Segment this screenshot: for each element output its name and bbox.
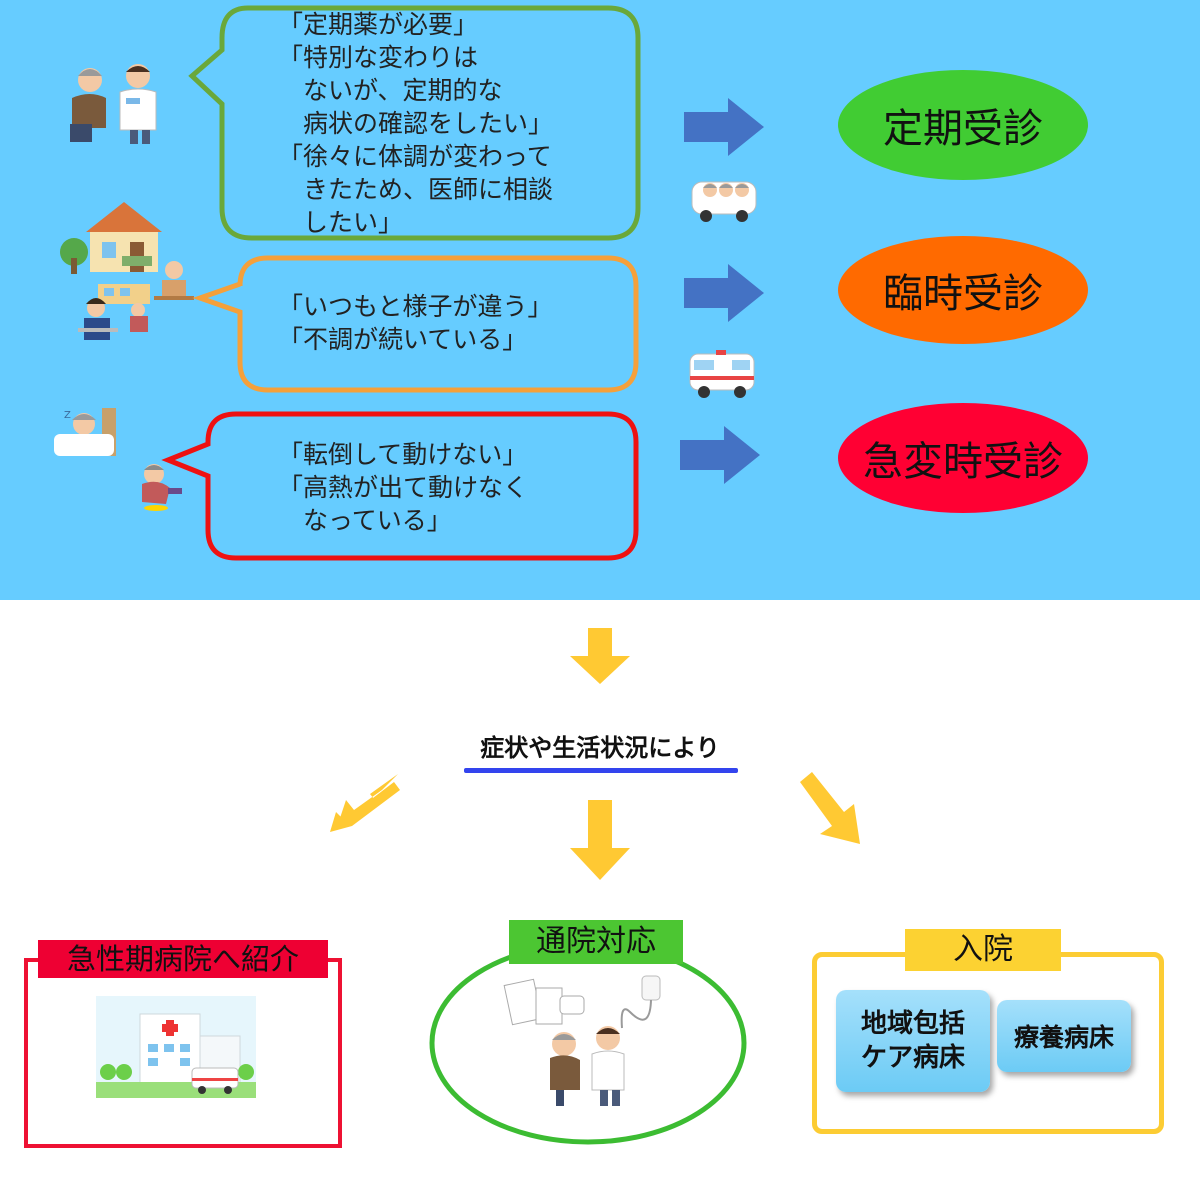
result-emergency-visit: 急変時受診 <box>838 403 1088 513</box>
down-arrow-icon <box>570 628 630 684</box>
outcome-admission-label: 入院 <box>905 929 1061 971</box>
ward-recuperation-bed: 療養病床 <box>997 1000 1131 1072</box>
ambulance-icon <box>689 350 755 398</box>
result-temporary-visit: 臨時受診 <box>838 236 1088 344</box>
doctor-patient-icon <box>503 975 661 1106</box>
branch-arrow-right-icon <box>800 772 860 844</box>
doctor-consultation-icon <box>70 64 157 144</box>
outcome-outpatient-label: 通院対応 <box>509 920 683 964</box>
branch-condition-underline <box>464 768 738 773</box>
flow-arrow-emergency-icon <box>680 426 760 484</box>
bubble-regular-outline <box>188 5 641 241</box>
branch-arrow-center-icon <box>570 800 630 880</box>
speech-bubbles <box>161 5 641 561</box>
svg-text:Z: Z <box>64 410 71 421</box>
branch-condition-label: 症状や生活状況により <box>480 734 720 762</box>
care-van-icon <box>691 181 757 222</box>
sick-fall-scene-icon: Z <box>54 408 182 511</box>
bubble-temporary-outline <box>192 255 639 393</box>
branch-arrow-left-icon <box>330 774 400 832</box>
home-care-scene-icon <box>60 202 194 340</box>
bubble-emergency-text: 「転倒して動けない」 「高熱が出て動けなく なっている」 <box>278 440 529 535</box>
hospital-building-icon <box>96 996 256 1098</box>
bubble-emergency-outline <box>161 411 639 561</box>
flow-arrow-regular-icon <box>684 98 764 156</box>
outcome-acute-label: 急性期病院へ紹介 <box>38 940 328 978</box>
bubble-temporary-text: 「いつもと様子が違う」 「不調が続いている」 <box>278 292 553 354</box>
result-regular-visit: 定期受診 <box>838 70 1088 180</box>
symptom-panel: Z 「定期薬が必要」 「特別な変わりは ないが、定期的な 病状の確認をしたい」 … <box>0 0 1200 600</box>
ward-community-care-bed: 地域包括 ケア病床 <box>836 990 990 1092</box>
flow-arrow-temporary-icon <box>684 264 764 322</box>
bubble-regular-text: 「定期薬が必要」 「特別な変わりは ないが、定期的な 病状の確認をしたい」 「徐… <box>278 10 554 237</box>
